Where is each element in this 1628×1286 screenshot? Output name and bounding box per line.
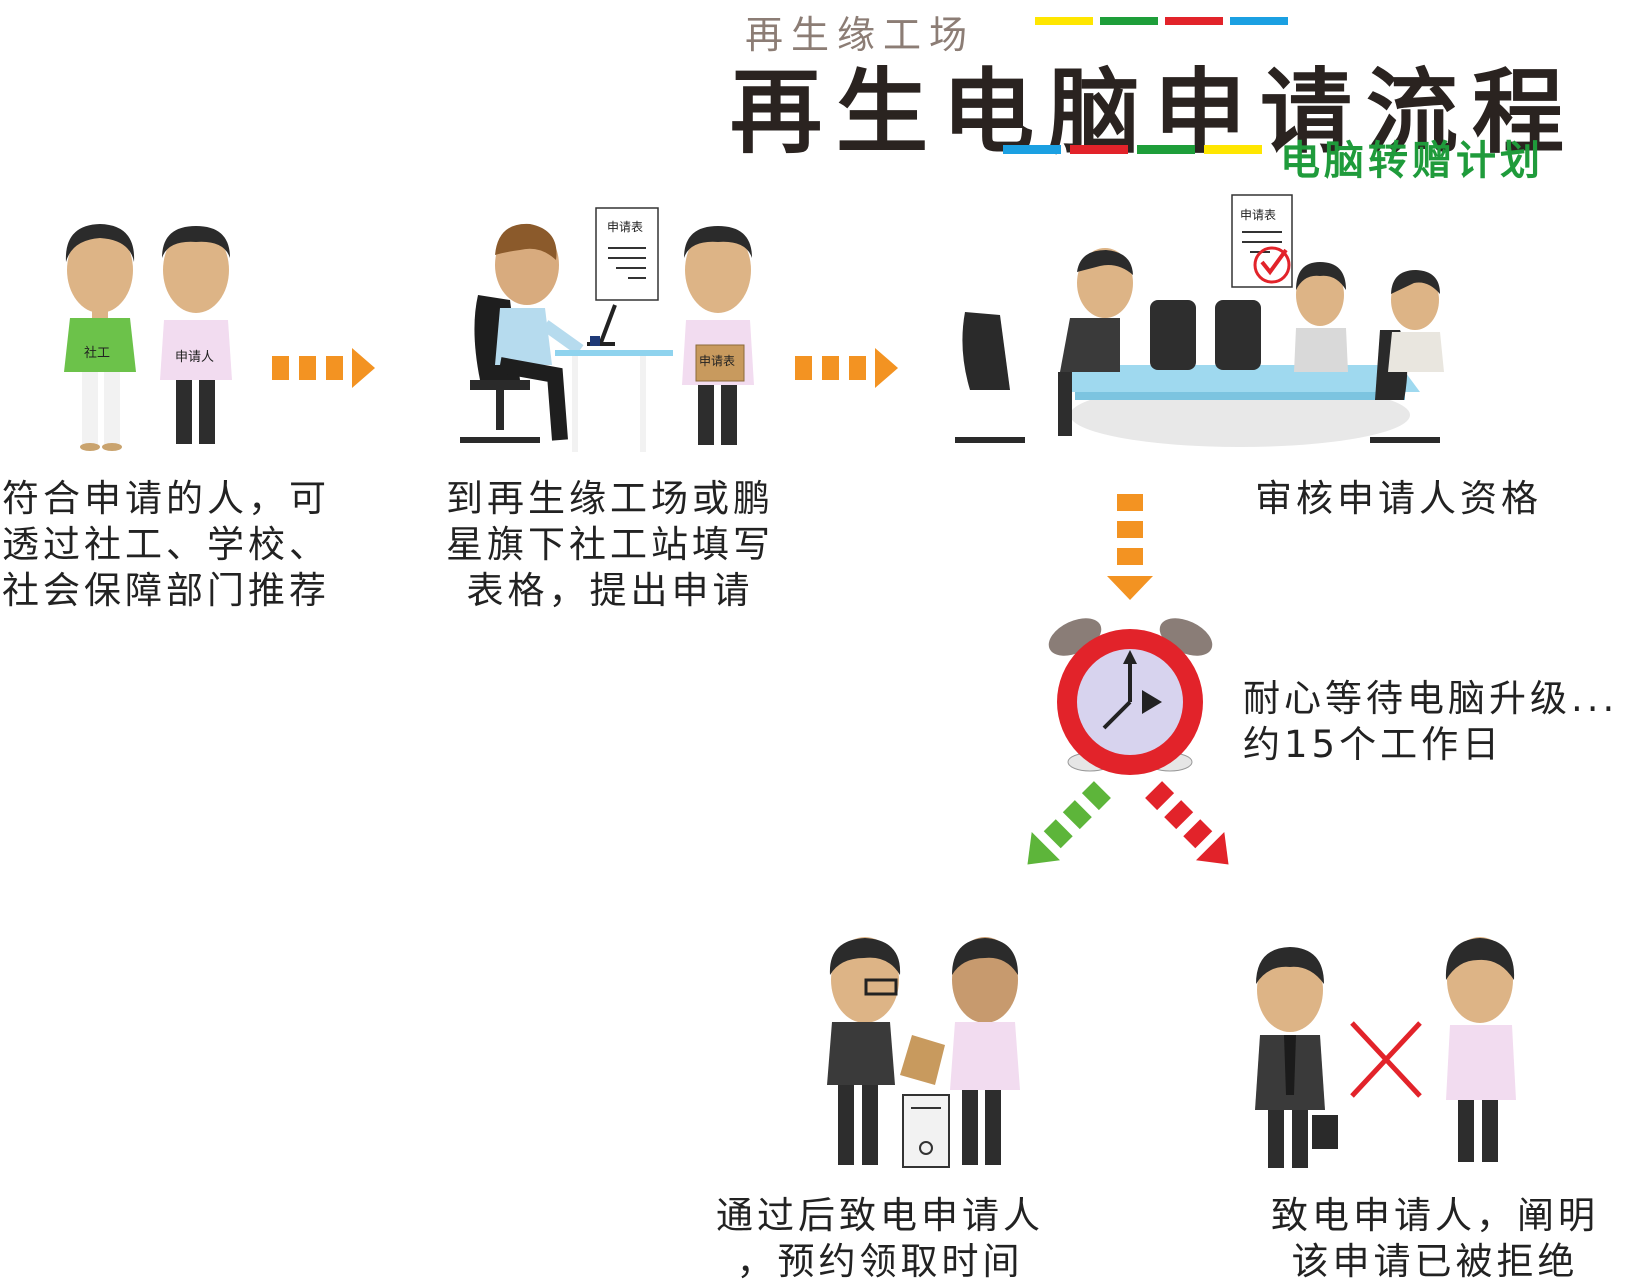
step3-caption: 审核申请人资格 [1255, 477, 1542, 520]
applicant-tag: 申请人 [175, 350, 215, 365]
form-label-review: 申请表 [1240, 208, 1277, 222]
step4-caption: 耐心等待电脑升级... 约15个工作日 [1243, 677, 1619, 766]
arrow-right-2 [795, 348, 898, 388]
brand-name: 再生缘工场 [745, 13, 976, 57]
arrow-down-right-rejected [1145, 781, 1229, 865]
arrow-down [1107, 494, 1153, 600]
arrow-right-1 [272, 348, 375, 388]
form-label-desk: 申请表 [607, 220, 644, 234]
form-label-held: 申请表 [699, 354, 736, 368]
alarm-clock-icon [1048, 618, 1213, 775]
step1-caption: 符合申请的人，可 透过社工、学校、 社会保障部门推荐 [2, 477, 330, 612]
office-desk-scene [460, 207, 754, 452]
reject-cross-icon [1350, 1021, 1422, 1098]
applicant-figure [160, 226, 232, 444]
approved-handover-scene [827, 937, 1020, 1168]
approval-check-icon [1253, 246, 1291, 284]
step5-rejected-caption: 致电申请人，阐明 该申请已被拒绝 [1271, 1194, 1599, 1283]
rejected-call-scene [1255, 937, 1516, 1168]
social-worker-tag: 社工 [84, 346, 111, 361]
arrow-down-left-approved [1027, 781, 1111, 865]
page-subtitle: 电脑转赠计划 [1280, 138, 1544, 184]
bottom-color-stripes [1003, 145, 1262, 154]
top-color-stripes [1035, 17, 1288, 25]
step5-approved-caption: 通过后致电申请人 ，预约领取时间 [716, 1194, 1044, 1283]
step2-caption: 到再生缘工场或鹏 星旗下社工站填写 表格，提出申请 [446, 477, 774, 612]
social-worker-figure [64, 224, 136, 451]
computer-tower-icon [902, 1094, 950, 1168]
meeting-review-scene [955, 194, 1444, 447]
